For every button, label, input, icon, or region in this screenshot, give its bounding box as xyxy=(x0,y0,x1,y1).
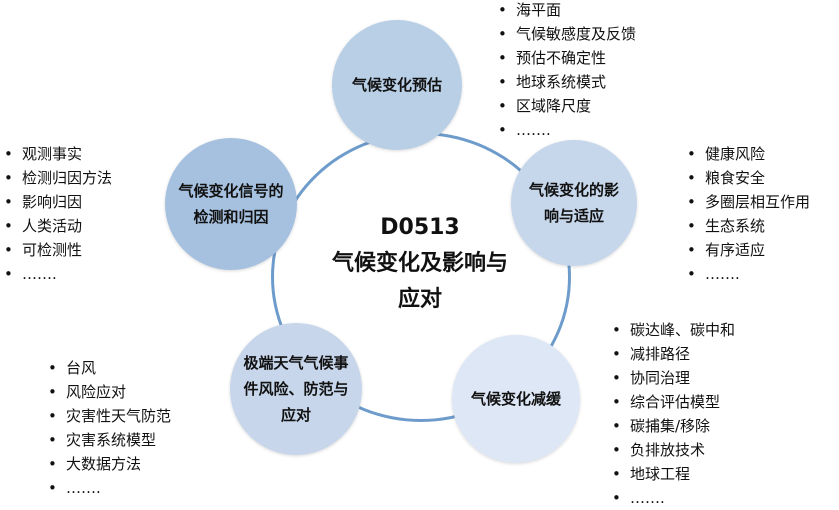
list-item: 海平面 xyxy=(494,0,636,22)
center-title: D0513 气候变化及影响与应对 xyxy=(290,210,550,318)
list-item: ……. xyxy=(683,262,810,286)
center-code: D0513 xyxy=(380,215,460,240)
list-item: 生态系统 xyxy=(683,214,810,238)
list-item: 协同治理 xyxy=(608,366,735,390)
list-item: 多圈层相互作用 xyxy=(683,190,810,214)
list-item: 粮食安全 xyxy=(683,166,810,190)
list-detection: 观测事实 检测归因方法 影响归因 人类活动 可检测性 ……. xyxy=(0,142,112,286)
list-item: 气候敏感度及反馈 xyxy=(494,22,636,46)
list-item: 碳达峰、碳中和 xyxy=(608,318,735,342)
list-item: 人类活动 xyxy=(0,214,112,238)
list-item: 健康风险 xyxy=(683,142,810,166)
node-climate-projection: 气候变化预估 xyxy=(332,20,462,150)
list-item: 区域降尺度 xyxy=(494,94,636,118)
list-item: ……. xyxy=(494,118,636,142)
node-extreme-events: 极端天气气候事件风险、防范与应对 xyxy=(230,323,362,455)
list-item: 检测归因方法 xyxy=(0,166,112,190)
list-item: 台风 xyxy=(44,356,171,380)
list-item: 地球系统模式 xyxy=(494,70,636,94)
node-impacts-adaptation: 气候变化的影响与适应 xyxy=(511,140,637,266)
list-item: 减排路径 xyxy=(608,342,735,366)
list-item: ……. xyxy=(0,262,112,286)
list-item: 负排放技术 xyxy=(608,438,735,462)
list-item: ……. xyxy=(608,486,735,510)
list-item: 观测事实 xyxy=(0,142,112,166)
list-mitigation: 碳达峰、碳中和 减排路径 协同治理 综合评估模型 碳捕集/移除 负排放技术 地球… xyxy=(608,318,735,510)
list-item: ……. xyxy=(44,476,171,500)
list-projection: 海平面 气候敏感度及反馈 预估不确定性 地球系统模式 区域降尺度 ……. xyxy=(494,0,636,142)
list-item: 综合评估模型 xyxy=(608,390,735,414)
center-topic: 气候变化及影响与应对 xyxy=(331,251,508,312)
list-item: 有序适应 xyxy=(683,238,810,262)
list-impacts: 健康风险 粮食安全 多圈层相互作用 生态系统 有序适应 ……. xyxy=(683,142,810,286)
list-item: 预估不确定性 xyxy=(494,46,636,70)
list-item: 灾害性天气防范 xyxy=(44,404,171,428)
list-item: 大数据方法 xyxy=(44,452,171,476)
list-item: 地球工程 xyxy=(608,462,735,486)
list-item: 可检测性 xyxy=(0,238,112,262)
list-item: 风险应对 xyxy=(44,380,171,404)
list-item: 影响归因 xyxy=(0,190,112,214)
list-item: 灾害系统模型 xyxy=(44,428,171,452)
node-mitigation: 气候变化减缓 xyxy=(452,335,580,463)
node-detection-attribution: 气候变化信号的检测和归因 xyxy=(165,138,297,270)
list-extreme-events: 台风 风险应对 灾害性天气防范 灾害系统模型 大数据方法 ……. xyxy=(44,356,171,500)
list-item: 碳捕集/移除 xyxy=(608,414,735,438)
